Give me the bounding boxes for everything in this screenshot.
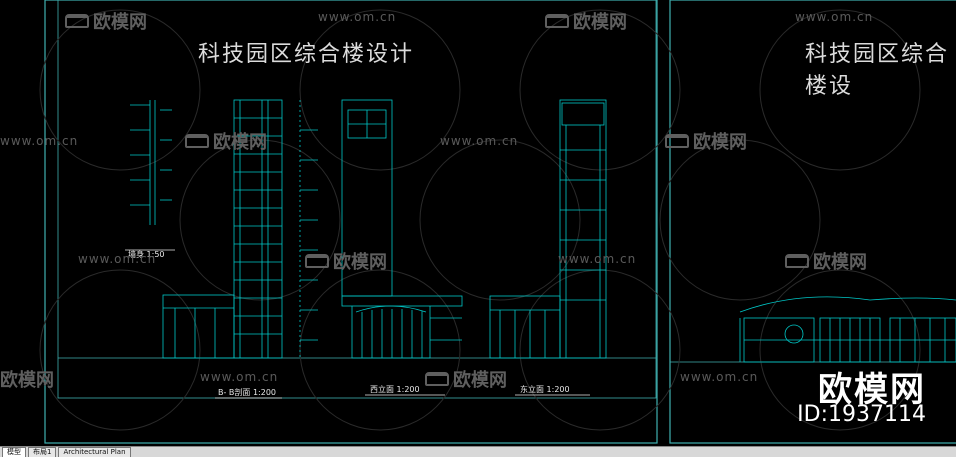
- wall-detail: [125, 100, 175, 251]
- sofa-logo-icon: [545, 14, 569, 28]
- watermark-site: www.om.cn: [795, 10, 874, 24]
- sofa-logo-icon: [305, 254, 329, 268]
- sofa-logo-icon: [65, 14, 89, 28]
- west-elevation: [341, 99, 463, 396]
- watermark-site: www.om.cn: [558, 252, 637, 266]
- watermark-brand: 欧模网: [65, 8, 147, 34]
- watermark-brand: 欧模网: [545, 8, 627, 34]
- watermark-site: www.om.cn: [680, 370, 759, 384]
- watermark-brand: 欧模网: [305, 248, 387, 274]
- watermark-brand: 欧模网: [425, 366, 507, 392]
- drawing-title-left: 科技园区综合楼设计: [198, 42, 415, 67]
- drawing-title-right: 科技园区综合楼设: [805, 42, 950, 99]
- tab-model[interactable]: 模型: [2, 447, 26, 457]
- watermark-site: www.om.cn: [78, 252, 157, 266]
- sofa-logo-icon: [185, 134, 209, 148]
- watermark-brand: 欧模网: [665, 128, 747, 154]
- sofa-logo-icon: [425, 372, 449, 386]
- brand-logo-text: 欧模网: [818, 370, 926, 410]
- watermark-site: www.om.cn: [440, 134, 519, 148]
- layout-tab-bar: 模型 布局1 Architectural Plan: [0, 446, 956, 457]
- cad-drawing-canvas[interactable]: 科技园区综合楼设计 科技园区综合楼设 墙身 1:50 B- B剖面 1:200 …: [0, 0, 956, 446]
- tab-architectural-plan[interactable]: Architectural Plan: [58, 447, 131, 457]
- watermark-brand: 欧模网: [785, 248, 867, 274]
- sheet-frame-right: [669, 0, 956, 444]
- east-elevation: [489, 99, 607, 396]
- caption-east-elevation: 东立面 1:200: [520, 385, 570, 394]
- watermark-site: www.om.cn: [318, 10, 397, 24]
- caption-wall-detail: 墙身 1:50: [128, 250, 165, 259]
- watermark-brand: 欧模网: [185, 128, 267, 154]
- watermark-site: www.om.cn: [0, 134, 79, 148]
- sheet-inner-frame-left: [57, 0, 657, 399]
- caption-section: B- B剖面 1:200: [218, 388, 277, 397]
- tab-layout1[interactable]: 布局1: [28, 447, 57, 457]
- sofa-logo-icon: [785, 254, 809, 268]
- cad-drawing: [39, 0, 956, 444]
- watermark-brand: 欧模网: [0, 370, 54, 391]
- section-tower: [162, 99, 318, 399]
- right-elevation: [739, 296, 956, 363]
- model-id-label: ID:1937114: [797, 402, 926, 427]
- caption-west-elevation: 西立面 1:200: [370, 385, 420, 394]
- watermark-site: www.om.cn: [200, 370, 279, 384]
- sheet-frame-left: [44, 0, 658, 444]
- sofa-logo-icon: [665, 134, 689, 148]
